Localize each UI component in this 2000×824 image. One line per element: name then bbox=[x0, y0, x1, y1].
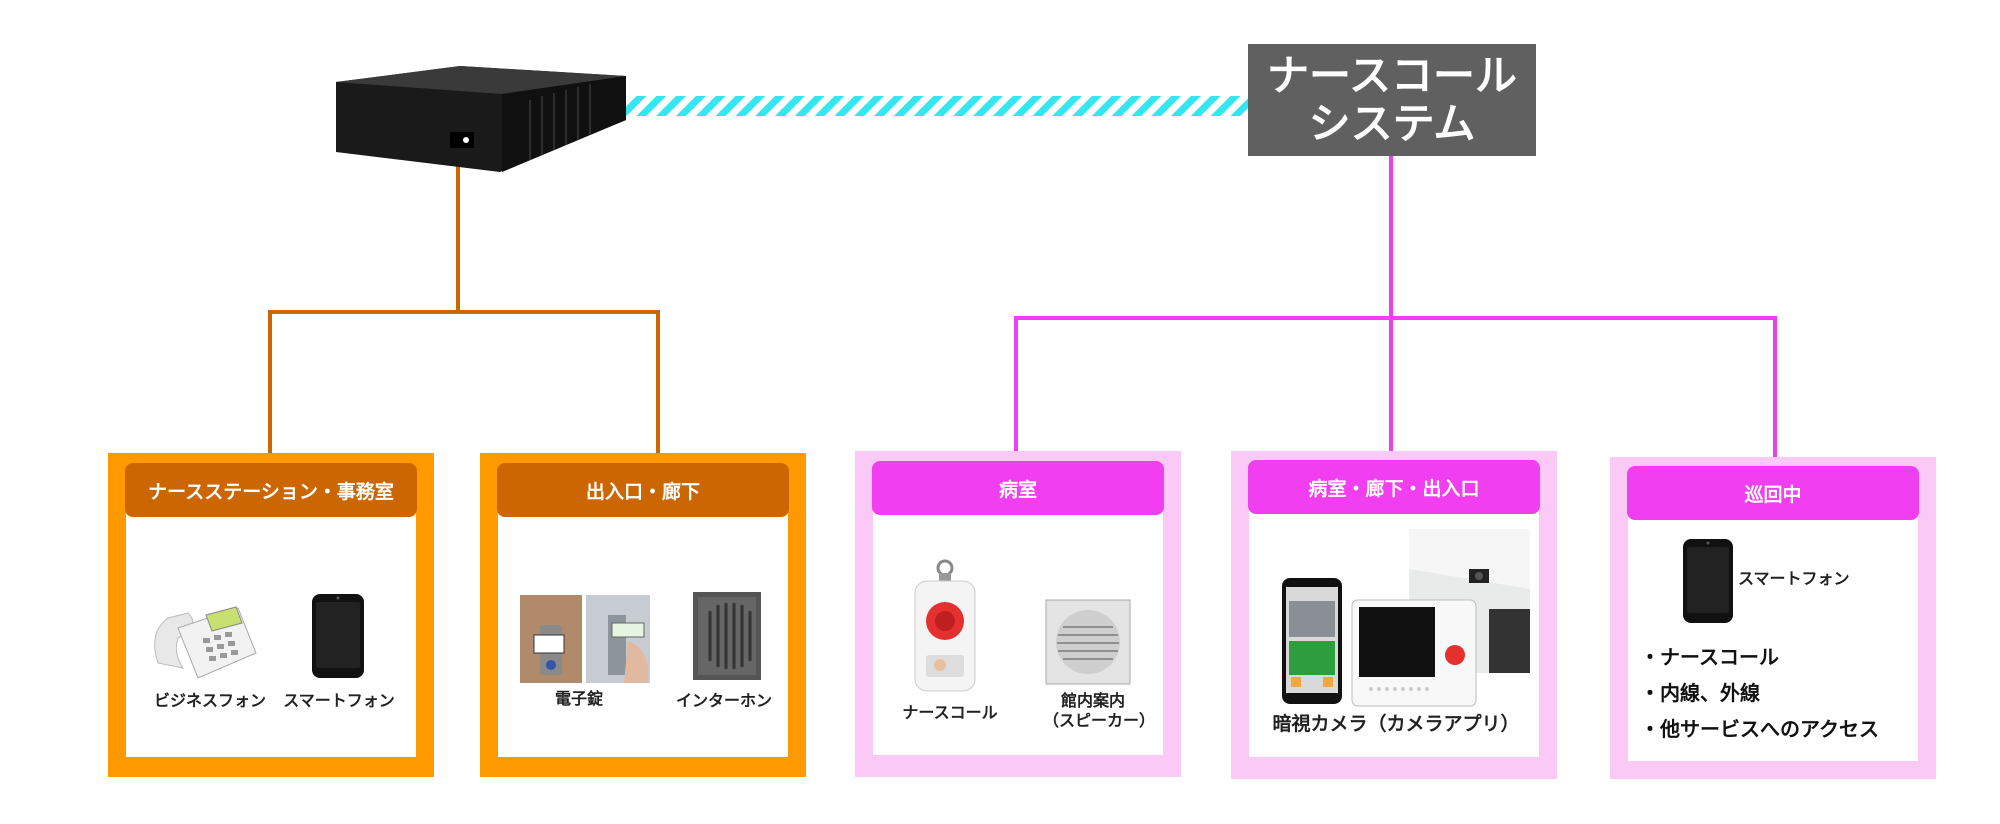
feature-nurse-call: ・ナースコール bbox=[1640, 645, 1779, 669]
item-smartphone: スマートフォン bbox=[283, 691, 395, 710]
item-business-phone: ビジネスフォン bbox=[153, 691, 266, 710]
speaker-icon bbox=[1045, 599, 1131, 685]
nurse-call-system-box: ナースコール システム bbox=[1248, 44, 1536, 156]
group-title: 出入口・廊下 bbox=[497, 463, 789, 517]
item-building-announcement-line2: （スピーカー） bbox=[1043, 711, 1156, 730]
smartphone-icon bbox=[312, 594, 364, 678]
group-title: 病室・廊下・出入口 bbox=[1248, 460, 1540, 514]
network-link-striped bbox=[625, 96, 1250, 116]
monitor-device-icon bbox=[1351, 599, 1477, 707]
feature-extension-outside-line: ・内線、外線 bbox=[1640, 681, 1760, 705]
group-title: 病室 bbox=[872, 461, 1164, 515]
item-night-vision-camera: 暗視カメラ（カメラアプリ） bbox=[1272, 713, 1520, 735]
group-on-patrol: 巡回中 スマートフォン ・ナースコール ・内線、外線 ・他サービスへのアクセス bbox=[1610, 457, 1936, 779]
group-nurse-station: ナースステーション・事務室 ビジネスフォン スマートフォン bbox=[108, 453, 434, 777]
item-intercom: インターホン bbox=[675, 691, 772, 710]
group-title: ナースステーション・事務室 bbox=[125, 463, 417, 517]
group-room-corridor-entrance: 病室・廊下・出入口 暗視カメラ（カメラアプリ） bbox=[1231, 451, 1557, 779]
nurse-call-system-line2: システム bbox=[1308, 99, 1476, 148]
pink-connector-branch bbox=[1014, 316, 1777, 458]
nurse-call-button-icon bbox=[914, 559, 976, 692]
feature-list: ・ナースコール ・内線、外線 ・他サービスへのアクセス bbox=[1640, 639, 1879, 747]
item-building-announcement-line1: 館内案内 bbox=[1060, 691, 1125, 710]
server-box-icon bbox=[336, 66, 626, 172]
orange-connector-right bbox=[458, 310, 660, 455]
orange-connector bbox=[268, 150, 460, 455]
item-smartphone: スマートフォン bbox=[1738, 569, 1850, 588]
feature-other-services-access: ・他サービスへのアクセス bbox=[1640, 717, 1879, 741]
nurse-call-system-line1: ナースコール bbox=[1267, 51, 1517, 100]
smartphone-icon bbox=[1683, 539, 1733, 623]
electronic-lock-icon bbox=[520, 595, 650, 683]
group-title: 巡回中 bbox=[1627, 466, 1919, 520]
item-building-announcement: 館内案内 （スピーカー） bbox=[1043, 691, 1156, 731]
intercom-icon bbox=[693, 592, 761, 680]
group-entrance-corridor: 出入口・廊下 電子錠 インターホン bbox=[480, 453, 806, 777]
camera-app-phone-icon bbox=[1282, 578, 1342, 704]
business-phone-icon bbox=[154, 606, 257, 679]
group-patient-room: 病室 ナースコール 館内案内 （スピーカー） bbox=[855, 451, 1181, 777]
item-nurse-call: ナースコール bbox=[902, 703, 998, 722]
item-electronic-lock: 電子錠 bbox=[554, 689, 603, 708]
